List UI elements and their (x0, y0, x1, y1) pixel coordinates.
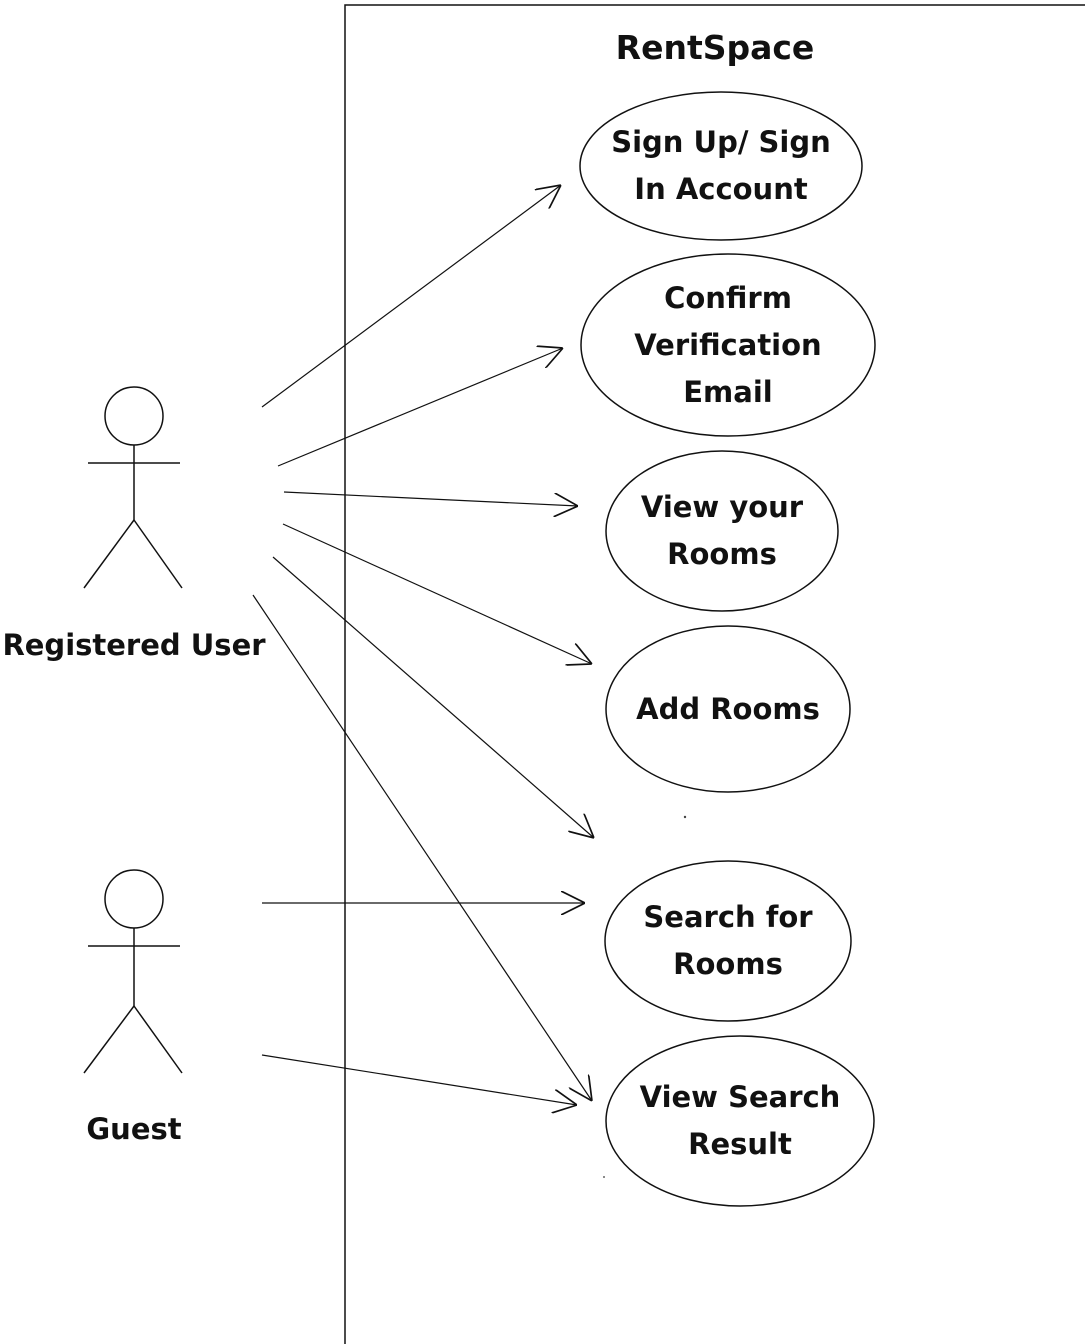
usecase-confirm-email: Confirm Verification Email (581, 254, 875, 436)
usecase-label-line: View your (640, 490, 804, 524)
usecase-ellipse-search-rooms (604, 860, 852, 1022)
arrow-registered-to-search-rooms (272, 556, 594, 838)
registered-user-right-leg (133, 519, 183, 589)
usecase-search-rooms: Search for Rooms (605, 861, 851, 1021)
registered-user-head (104, 386, 164, 446)
system-boundary (344, 4, 1085, 1344)
arrow-registered-to-confirm-email (277, 348, 563, 467)
usecase-label-line: Sign Up/ Sign (611, 125, 831, 159)
usecase-label-line: Rooms (673, 947, 783, 981)
usecase-ellipse-add-rooms (605, 625, 851, 793)
system-title: RentSpace (615, 28, 815, 67)
guest-right-leg (133, 1005, 183, 1074)
usecase-ellipse-confirm-email (580, 253, 876, 437)
actor-label-guest: Guest (86, 1112, 182, 1146)
usecase-label-line: Add Rooms (636, 691, 820, 726)
usecase-ellipse-view-results (605, 1035, 875, 1207)
arrow-guest-to-view-results (261, 1054, 577, 1105)
usecase-label-line: Email (683, 374, 773, 409)
arrow-registered-to-view-results (252, 594, 592, 1101)
guest-head (104, 869, 164, 929)
arrow-registered-to-add-rooms (282, 523, 592, 664)
usecase-sign-up: Sign Up/ Sign In Account (580, 92, 862, 240)
speck-mark (603, 1176, 605, 1178)
speck-mark (683, 815, 687, 819)
usecase-label-line: Confirm (664, 280, 792, 315)
usecase-view-rooms: View your Rooms (606, 451, 838, 611)
usecase-ellipse-sign-up (579, 91, 863, 241)
usecase-label-line: Search for (643, 900, 813, 934)
usecase-label-line: Result (688, 1127, 792, 1161)
usecase-label-line: Verification (634, 327, 822, 362)
usecase-label-line: In Account (634, 172, 808, 206)
arrow-registered-to-view-rooms (283, 491, 578, 506)
usecase-view-results: View Search Result (606, 1036, 874, 1206)
usecase-ellipse-view-rooms (605, 450, 839, 612)
arrow-registered-to-sign-up (261, 185, 561, 408)
usecase-add-rooms: Add Rooms (606, 626, 850, 792)
registered-user-actor-figure (83, 386, 183, 589)
usecase-label-line: Rooms (667, 537, 777, 571)
registered-user-left-leg (83, 519, 135, 589)
actor-label-registered-user: Registered User (2, 628, 266, 662)
guest-actor-figure (83, 869, 183, 1074)
guest-left-leg (83, 1005, 135, 1074)
usecase-label-line: View Search (639, 1080, 841, 1114)
